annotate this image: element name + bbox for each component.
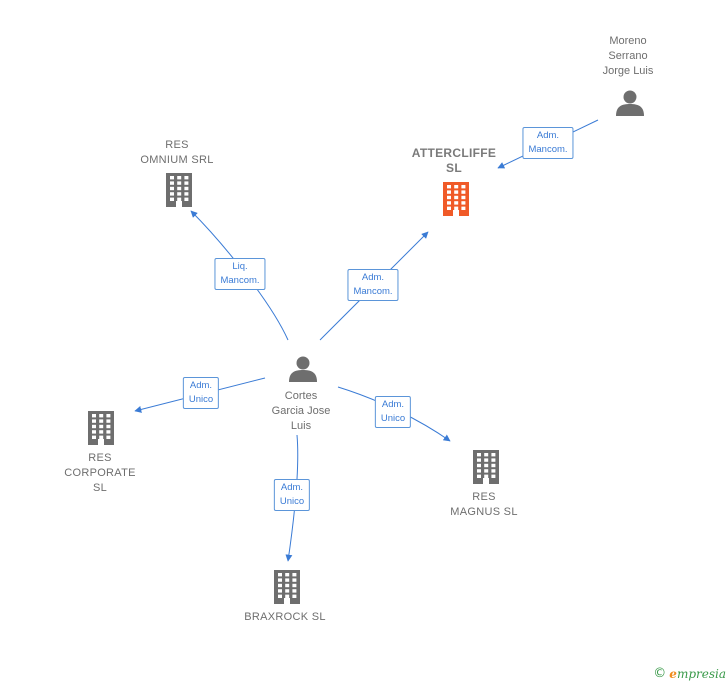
res-omnium-building-icon[interactable] <box>166 173 192 207</box>
node-label-attercliffe[interactable]: ATTERCLIFFE SL <box>411 146 497 175</box>
moreno-person-icon[interactable] <box>616 90 644 117</box>
cortes-person-icon[interactable] <box>289 356 317 383</box>
res-magnus-building-icon[interactable] <box>473 450 499 484</box>
node-label-res-corporate[interactable]: RES CORPORATE SL <box>64 452 136 494</box>
node-label-res-omnium[interactable]: RES OMNIUM SRL <box>140 139 214 166</box>
node-label-braxrock[interactable]: BRAXROCK SL <box>244 611 326 623</box>
node-label-moreno[interactable]: Moreno Serrano Jorge Luis <box>602 35 654 77</box>
brand-wordmark: empresia <box>669 666 726 681</box>
node-label-cortes[interactable]: Cortes Garcia Jose Luis <box>271 390 331 432</box>
edge-label-cortes-to-res_corporate[interactable]: Adm. Unico <box>182 377 220 409</box>
edge-label-cortes-to-braxrock[interactable]: Adm. Unico <box>273 479 311 511</box>
copyright-symbol: © <box>653 666 667 681</box>
edge-label-cortes-to-res_magnus[interactable]: Adm. Unico <box>374 396 412 428</box>
res-corporate-building-icon[interactable] <box>88 411 114 445</box>
edge-layer <box>134 119 599 562</box>
edge-label-moreno-to-attercliffe[interactable]: Adm. Mancom. <box>522 127 574 159</box>
icon-layer <box>88 90 644 604</box>
attercliffe-building-icon[interactable] <box>443 182 469 216</box>
edge-label-cortes-to-attercliffe[interactable]: Adm. Mancom. <box>347 269 399 301</box>
braxrock-building-icon[interactable] <box>274 570 300 604</box>
brand-logo[interactable]: © empresia <box>653 666 726 681</box>
node-label-res-magnus[interactable]: RES MAGNUS SL <box>450 491 518 518</box>
edge-label-cortes-to-res_omnium[interactable]: Liq. Mancom. <box>214 258 266 290</box>
